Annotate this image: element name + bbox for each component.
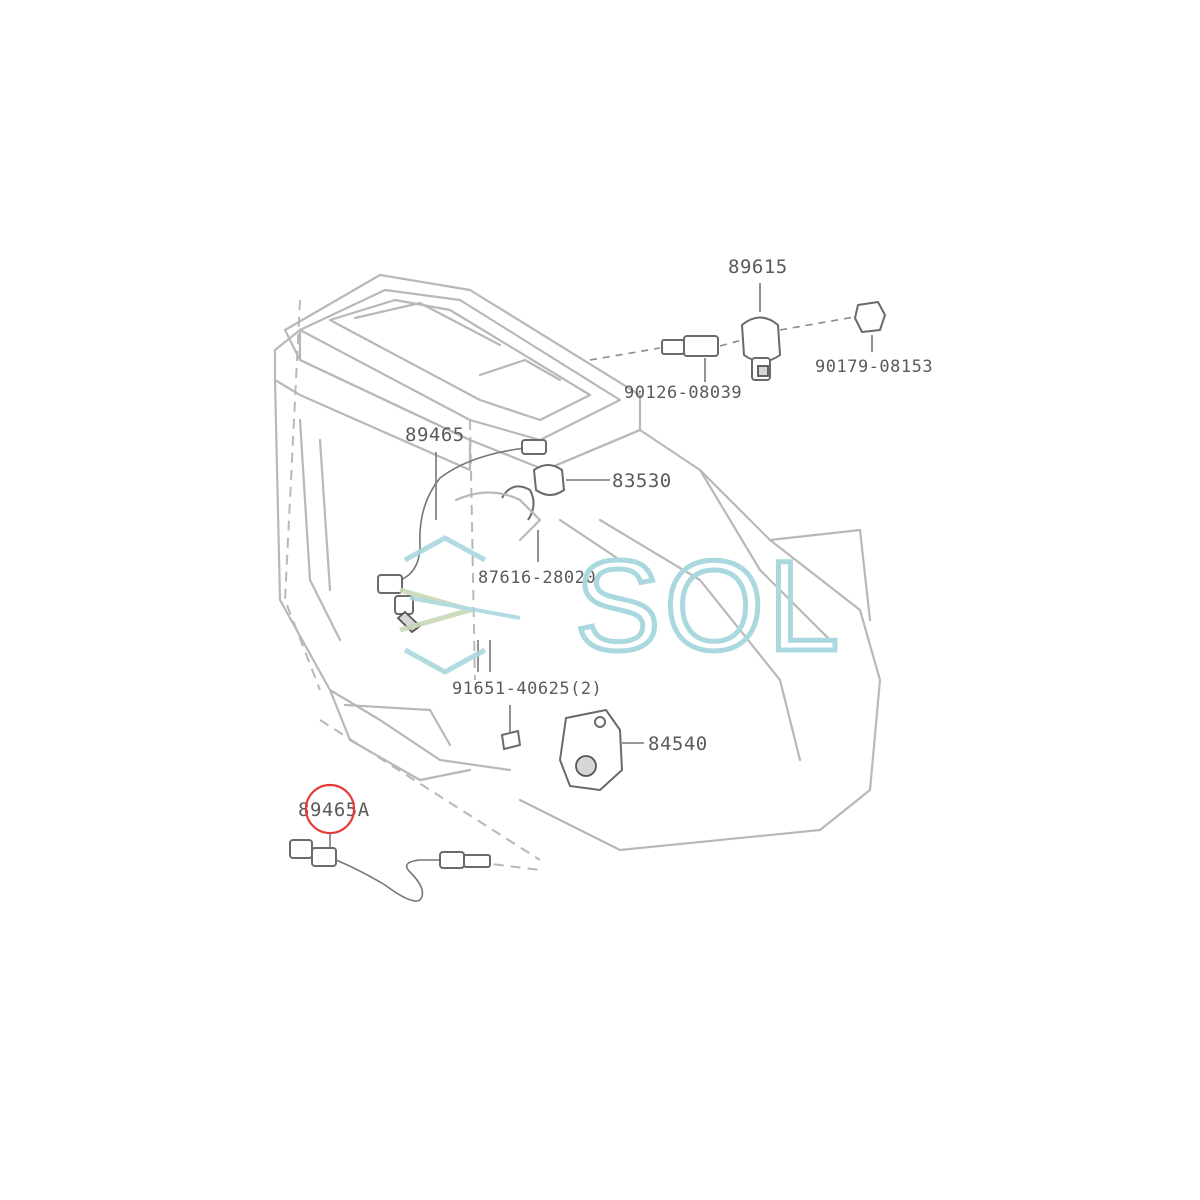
part-84540: 84540 <box>559 709 708 791</box>
engine-outline <box>273 273 882 871</box>
part-83530: 83530 <box>533 464 672 496</box>
label-83530: 83530 <box>612 470 672 492</box>
label-89615: 89615 <box>728 256 788 278</box>
part-90179-08153: 90179-08153 <box>815 301 933 377</box>
watermark-text: SOL <box>575 535 843 678</box>
part-91651-40625: 91651-40625(2) <box>452 640 602 750</box>
label-90126-08039: 90126-08039 <box>624 383 742 403</box>
part-90126-08039: 90126-08039 <box>589 335 743 403</box>
label-84540: 84540 <box>648 733 708 755</box>
part-89615: 89615 <box>728 256 861 381</box>
part-89465A: 89465A <box>289 783 491 902</box>
sol-logo-icon <box>399 535 521 675</box>
part-87616-28020: 87616-28020 <box>454 485 596 588</box>
label-89465: 89465 <box>405 424 465 446</box>
label-90179-08153: 90179-08153 <box>815 357 933 377</box>
label-87616-28020: 87616-28020 <box>478 568 596 588</box>
label-91651-40625: 91651-40625(2) <box>452 679 602 699</box>
part-89465: 89465 <box>377 424 547 634</box>
label-89465A: 89465A <box>298 799 370 821</box>
